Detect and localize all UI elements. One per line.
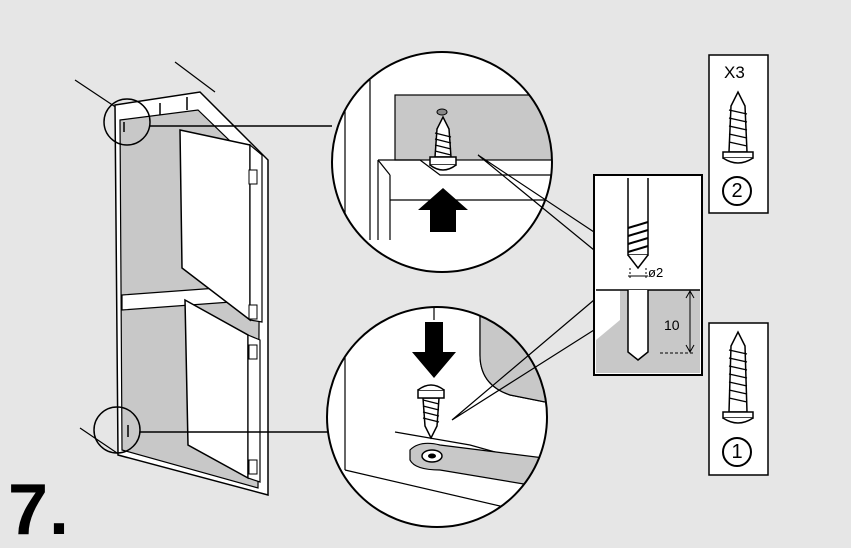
screw-long-marker: 2: [722, 176, 752, 206]
drill-bit-icon: [627, 178, 649, 270]
arrow-down-icon: [412, 322, 456, 378]
screw-short-panel: [708, 322, 769, 476]
arrow-up-icon: [418, 188, 468, 232]
screw-icon: [722, 330, 754, 424]
screw-short-marker: 1: [722, 437, 752, 467]
drill-detail-callout: [451, 154, 703, 421]
cabinet-illustration: [74, 61, 345, 496]
screw-quantity-label: X3: [724, 63, 745, 82]
screw-icon: [722, 90, 754, 164]
drill-depth-label: 10: [664, 317, 680, 333]
top-detail-view: [331, 51, 553, 273]
drill-diameter-label: ø2: [648, 265, 664, 280]
step-number: 7.: [8, 470, 71, 550]
